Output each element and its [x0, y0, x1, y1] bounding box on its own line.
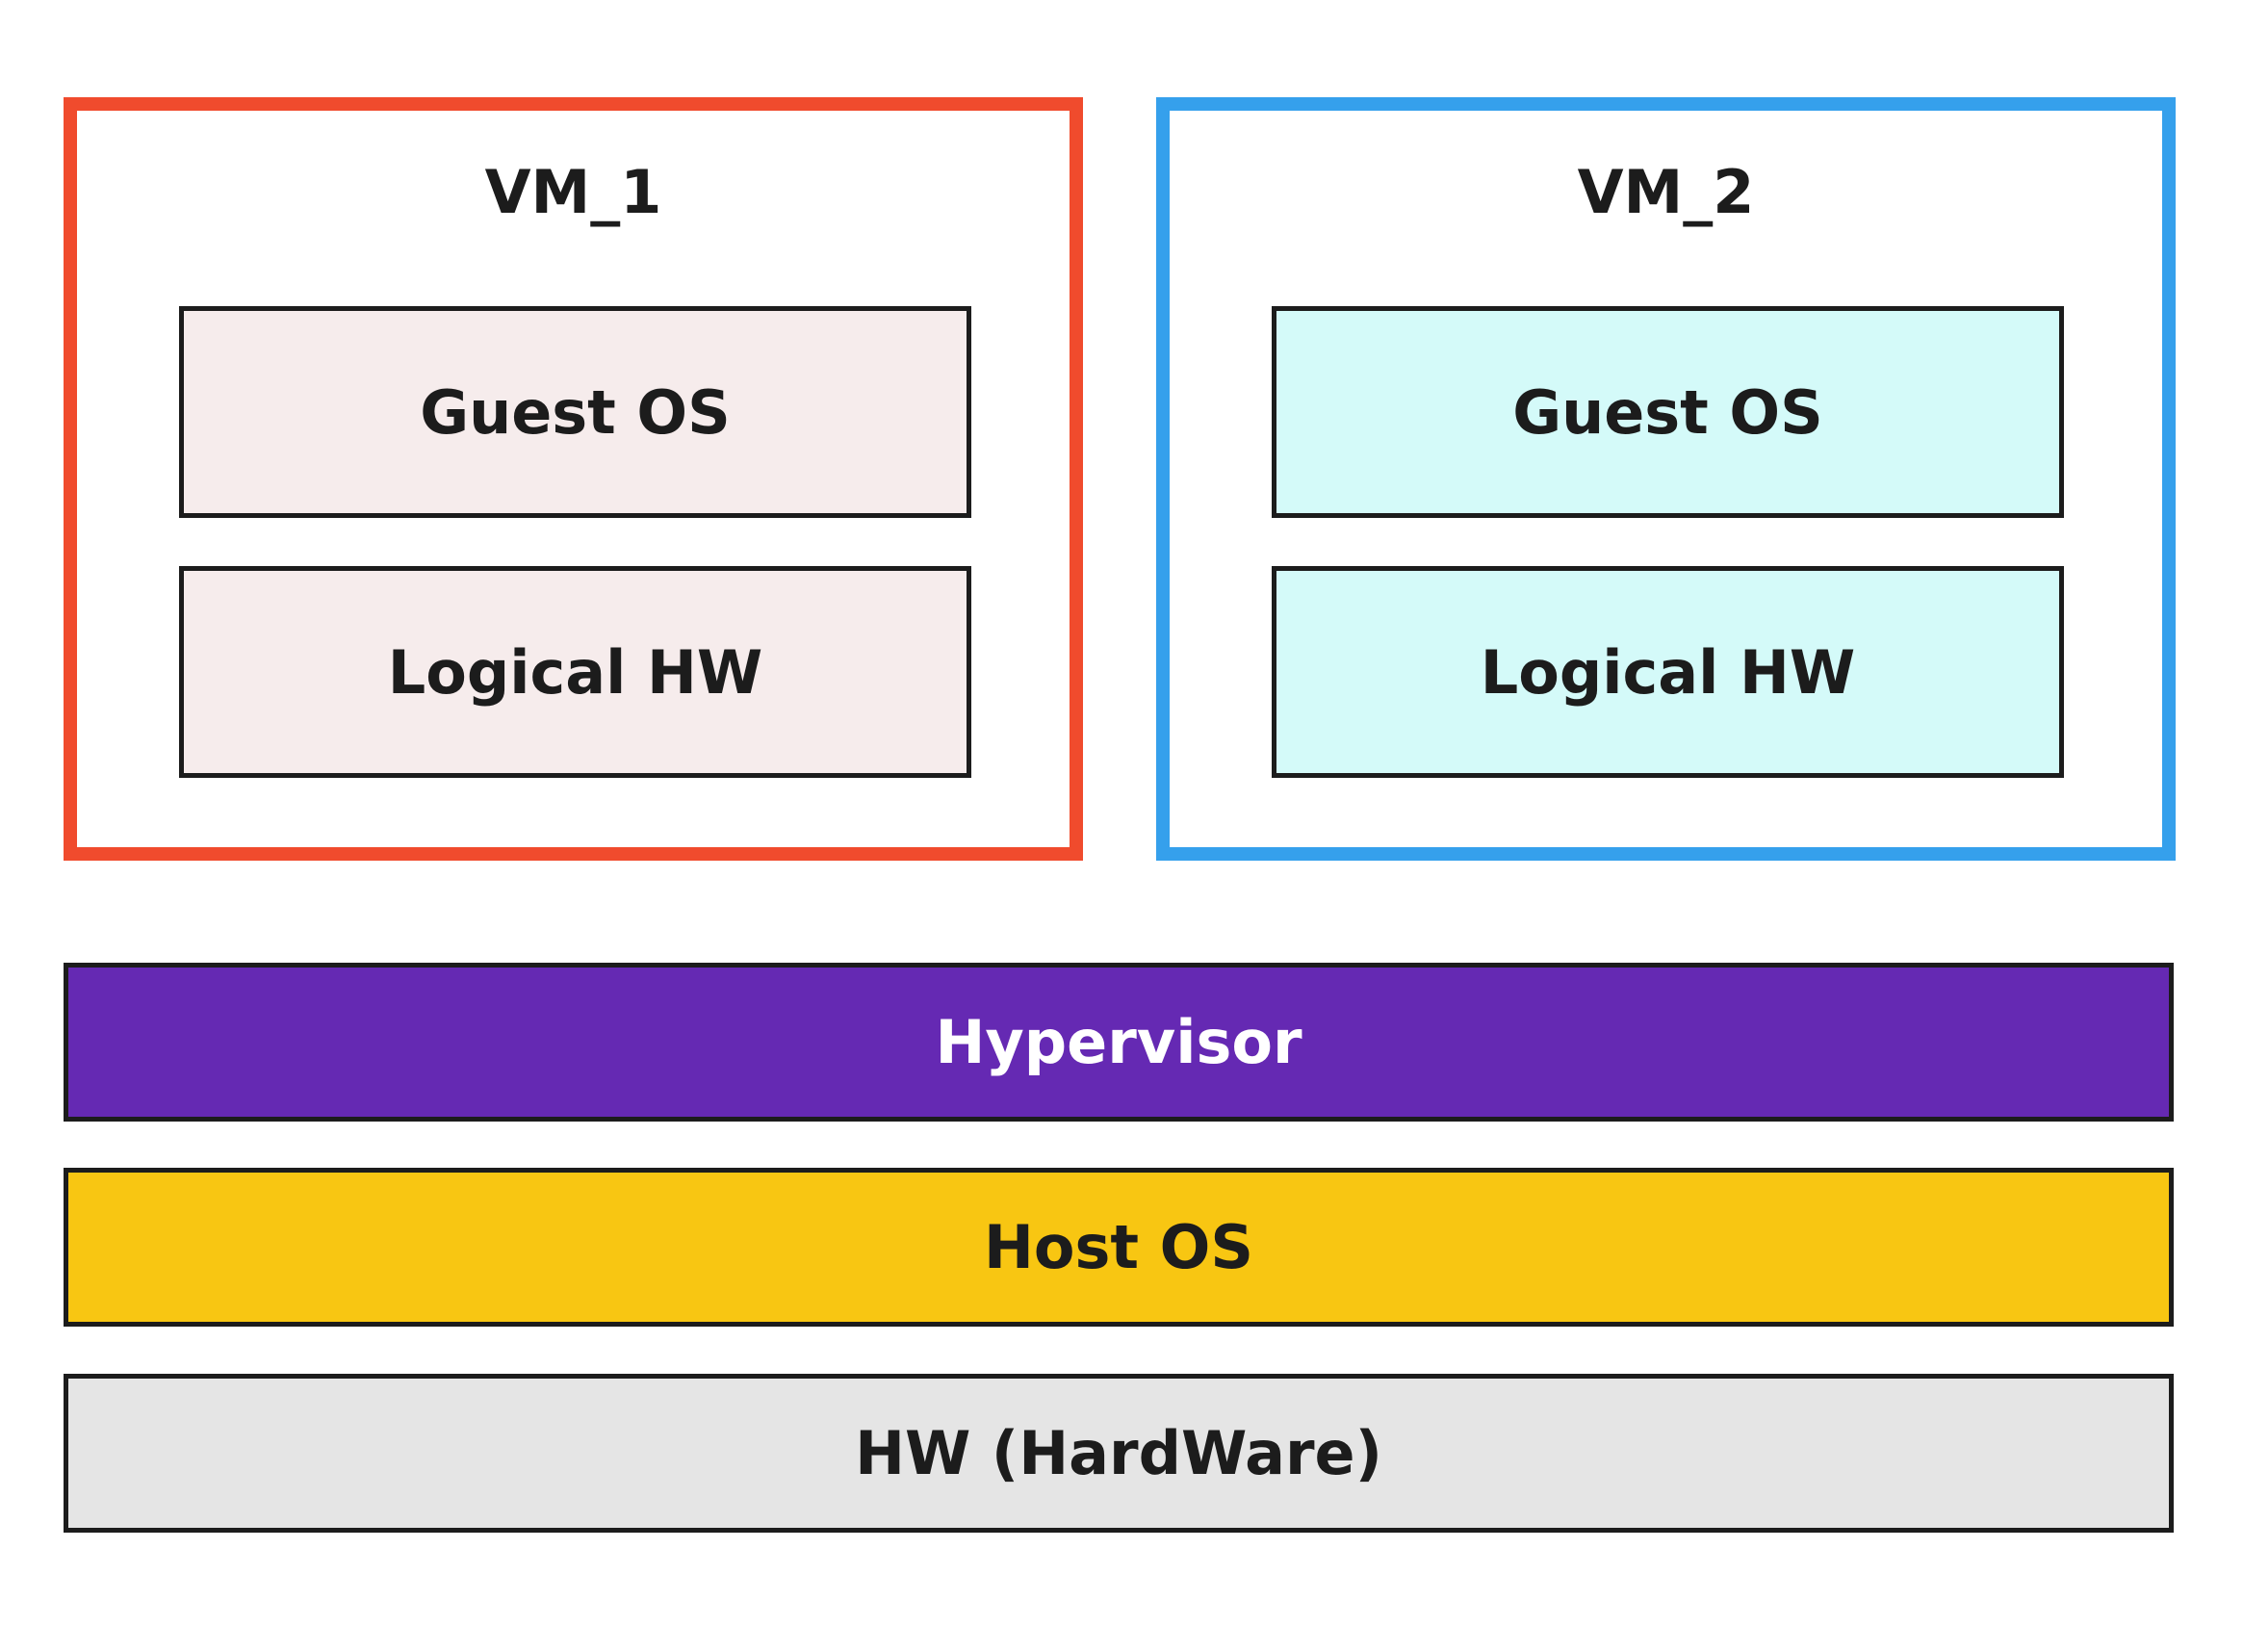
vm-1-guest-os-label: Guest OS [420, 376, 731, 448]
vm-2-logical-hw-box: Logical HW [1272, 566, 2064, 778]
vm-2-title: VM_2 [1577, 157, 1755, 227]
host-os-layer: Host OS [64, 1168, 2174, 1327]
hardware-label: HW (HardWare) [855, 1418, 1382, 1488]
vm-2-logical-hw-label: Logical HW [1480, 636, 1856, 708]
vm-1-guest-os-box: Guest OS [179, 306, 971, 518]
hypervisor-label: Hypervisor [935, 1007, 1302, 1077]
vm-2-guest-os-label: Guest OS [1512, 376, 1823, 448]
vm-2-box: VM_2 Guest OS Logical HW [1156, 97, 2176, 861]
vm-1-box: VM_1 Guest OS Logical HW [64, 97, 1083, 861]
host-os-label: Host OS [984, 1212, 1253, 1282]
vm-1-title: VM_1 [484, 157, 662, 227]
vm-2-guest-os-box: Guest OS [1272, 306, 2064, 518]
vm-1-logical-hw-label: Logical HW [387, 636, 763, 708]
vm-1-logical-hw-box: Logical HW [179, 566, 971, 778]
hardware-layer: HW (HardWare) [64, 1374, 2174, 1533]
hypervisor-layer: Hypervisor [64, 963, 2174, 1122]
